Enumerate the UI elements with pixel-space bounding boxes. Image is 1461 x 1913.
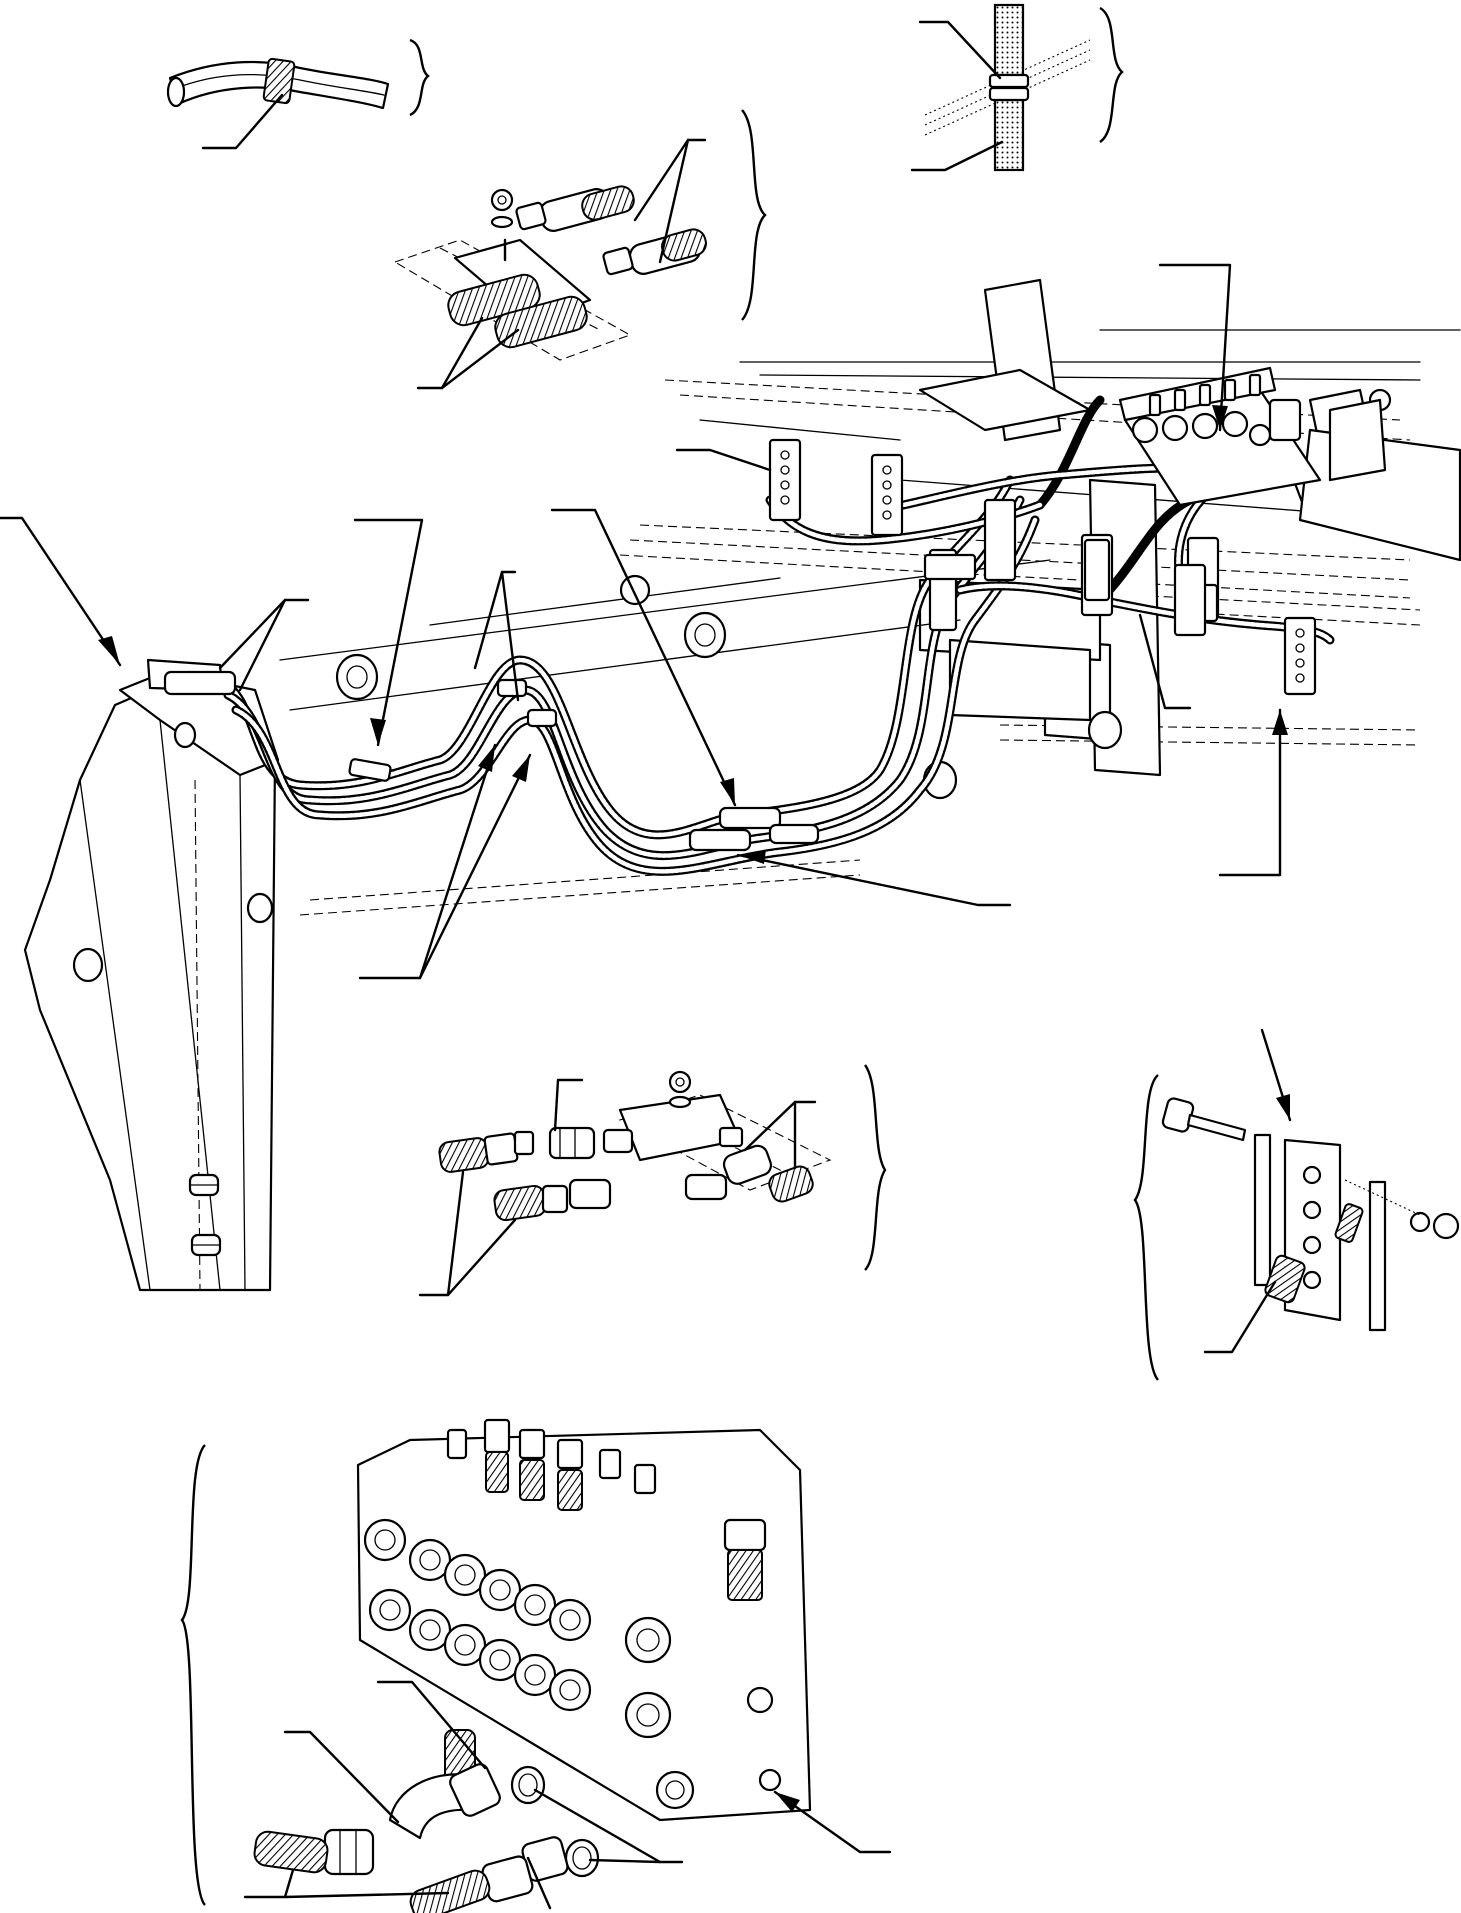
leader-sleeves-top-a bbox=[416, 316, 484, 390]
leader-valve-sleeves-b bbox=[283, 1891, 450, 1899]
leader-boom-fittings-b bbox=[238, 598, 287, 692]
leader-clamp-tr-b bbox=[910, 140, 1004, 172]
leader-bracket-right bbox=[1218, 708, 1282, 877]
leader-tip-sleeves-a bbox=[418, 1170, 465, 1297]
leader-hose-mid bbox=[550, 508, 737, 807]
leader-clamp-boom bbox=[353, 518, 424, 747]
leader-hose-right bbox=[1138, 613, 1192, 710]
leader-valve-orings-b bbox=[588, 1858, 662, 1864]
leader-valve-adapter bbox=[526, 1856, 552, 1910]
arrowheads bbox=[98, 405, 1290, 1812]
detail-hose-clamp-top-left bbox=[166, 38, 430, 150]
leader-tip-sleeves-b bbox=[446, 1218, 517, 1297]
leader-sleeves-top-b bbox=[440, 328, 520, 390]
leader-tip-nipple bbox=[553, 1078, 584, 1132]
leader-tip-fittings-a bbox=[743, 1100, 817, 1152]
detail-boom-tip-fittings bbox=[418, 1064, 887, 1297]
leader-clamp-tr-a bbox=[918, 20, 1002, 80]
leader-fittings-top-a bbox=[633, 138, 707, 222]
leader-valve-sleeves-a bbox=[243, 1868, 295, 1899]
leader-clamps-lower-b bbox=[418, 753, 532, 980]
detail-hose-support-bracket bbox=[1133, 1074, 1460, 1381]
leader-bracket-clamp bbox=[1203, 1280, 1277, 1354]
main-leaders bbox=[0, 263, 1292, 1122]
hose-brackets bbox=[768, 438, 1317, 696]
detail-control-valve-fittings bbox=[180, 1418, 892, 1913]
leader-valve-elbow bbox=[376, 1680, 487, 1770]
leader-clamps-mid-b bbox=[500, 570, 520, 702]
leader-valve-body bbox=[773, 1790, 892, 1854]
detail-boom-end-fittings bbox=[393, 109, 767, 390]
detail-hose-clamp-top-right bbox=[910, 3, 1124, 172]
leader-clamp-tl bbox=[201, 93, 284, 150]
leader-fittings-top-b bbox=[658, 138, 690, 264]
leader-valve bbox=[1158, 263, 1232, 432]
leader-valve-hose bbox=[283, 1730, 400, 1824]
control-valve-small bbox=[1118, 366, 1392, 507]
leader-bracket-upper bbox=[675, 448, 772, 472]
boom-arm bbox=[23, 658, 280, 1292]
leader-hose-lower bbox=[736, 853, 1012, 907]
leader-boom bbox=[0, 516, 122, 667]
